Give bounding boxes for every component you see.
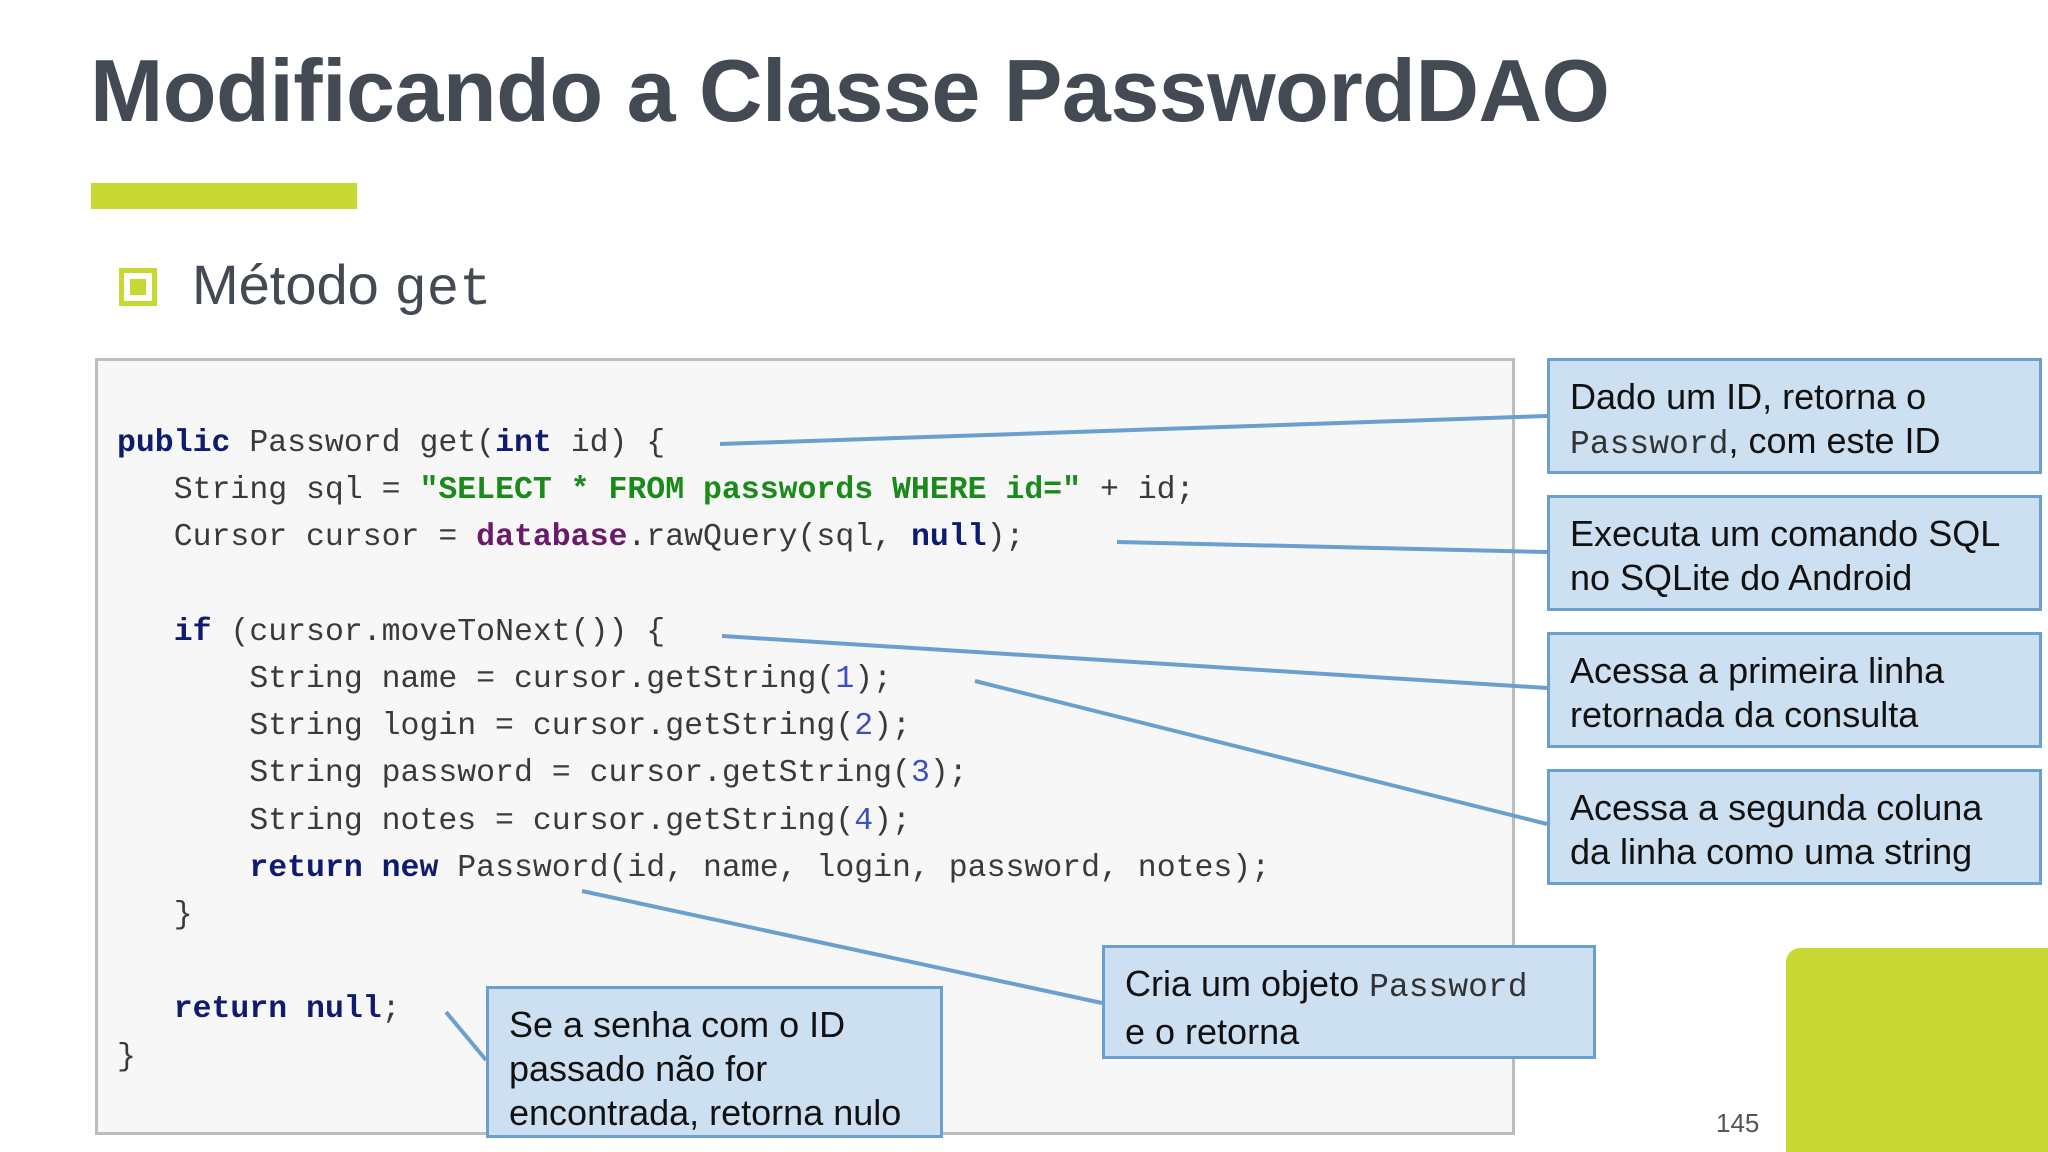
code-token: String notes = cursor.getString(	[117, 803, 855, 839]
code-token: ;	[381, 992, 401, 1028]
code-token-keyword: new	[381, 850, 439, 886]
connector-line-1	[719, 414, 1548, 446]
code-token: id) {	[551, 426, 666, 461]
code-token-keyword: public	[117, 426, 231, 461]
connector-line-5	[581, 889, 1103, 1005]
callout-text: Dado um ID, retorna o	[1570, 376, 1927, 417]
code-token-keyword: null	[910, 520, 987, 556]
subtitle: Método get	[192, 252, 492, 321]
code-token: + id;	[1081, 473, 1195, 509]
code-token: String login = cursor.getString(	[117, 709, 855, 745]
code-line-7: String login = cursor.getString(2);	[117, 709, 911, 744]
callout-line: Acessa a primeira linha	[1570, 650, 1945, 691]
callout-line: Acessa a segunda coluna	[1570, 787, 1983, 828]
callout-line: Executa um comando SQL	[1570, 513, 2001, 554]
code-token: );	[854, 662, 893, 698]
code-token-field: database	[476, 520, 628, 556]
code-token: (cursor.moveToNext()) {	[211, 614, 666, 650]
callout-creates-object: Cria um objeto Password e o retorna	[1102, 945, 1596, 1059]
corner-accent-block	[1786, 948, 2048, 1152]
code-token-number: 2	[854, 709, 874, 745]
code-token: .rawQuery(sql,	[627, 520, 911, 556]
code-token-keyword: null	[306, 992, 382, 1028]
code-token-number: 3	[910, 756, 930, 792]
code-line-11: }	[117, 898, 193, 934]
code-line-2: String sql = "SELECT * FROM passwords WH…	[117, 473, 1195, 509]
code-token: Password get(	[230, 426, 496, 461]
callout-code: Password	[1369, 969, 1528, 1006]
bullet-square-icon	[119, 268, 157, 306]
code-token-number: 4	[854, 803, 874, 839]
callout-line: passado não for	[509, 1048, 768, 1089]
connector-line-4	[974, 679, 1548, 826]
callout-line: no SQLite do Android	[1570, 557, 1913, 598]
callout-line: da linha como uma string	[1570, 831, 1973, 872]
code-token: String sql =	[117, 473, 420, 509]
callout-text: , com este ID	[1728, 420, 1941, 461]
callout-text: e o retorna	[1125, 1011, 1300, 1052]
code-token-keyword: int	[495, 426, 552, 461]
subtitle-code: get	[394, 260, 492, 321]
subtitle-text: Método	[192, 253, 379, 316]
code-token: );	[873, 709, 911, 745]
code-line-5: if (cursor.moveToNext()) {	[117, 614, 666, 650]
code-token: );	[873, 803, 911, 839]
code-line-14: }	[117, 1039, 136, 1075]
code-line-6: String name = cursor.getString(1);	[117, 662, 892, 697]
callout-line: retornada da consulta	[1570, 694, 1919, 735]
code-token-number: 1	[835, 662, 855, 698]
code-token: Cursor cursor =	[117, 520, 477, 556]
callout-returns-password: Dado um ID, retorna o Password, com este …	[1547, 358, 2042, 474]
code-token-keyword: return	[249, 850, 363, 886]
connector-line-2	[1116, 540, 1548, 554]
code-line-1: public Password get(int id) {	[117, 426, 665, 461]
code-token: String name = cursor.getString(	[117, 662, 836, 698]
code-line-13: return null;	[117, 992, 401, 1027]
code-token-keyword: if	[173, 614, 212, 650]
code-token: String password = cursor.getString(	[117, 756, 911, 792]
code-token-string: "SELECT * FROM passwords WHERE id="	[419, 473, 1082, 509]
code-token: );	[929, 756, 968, 792]
code-listing: public Password get(int id) { String sql…	[117, 420, 1270, 1081]
code-line-8: String password = cursor.getString(3);	[117, 756, 968, 792]
connector-line-6	[444, 1010, 488, 1062]
callout-line: encontrada, retorna nulo	[509, 1092, 902, 1133]
callout-code: Password	[1570, 426, 1729, 463]
connector-line-3	[721, 634, 1548, 690]
slide-title: Modificando a Classe PasswordDAO	[90, 41, 1610, 140]
title-accent-bar	[91, 183, 357, 209]
callout-text: Cria um objeto	[1125, 963, 1370, 1004]
code-token: );	[986, 520, 1025, 556]
callout-line: Se a senha com o ID	[509, 1004, 846, 1045]
page-number: 145	[1716, 1108, 1760, 1138]
code-line-3: Cursor cursor = database.rawQuery(sql, n…	[117, 520, 1025, 556]
code-token: Password(id, name, login, password, note…	[438, 850, 1271, 886]
code-token-keyword: return	[173, 992, 288, 1028]
code-line-10: return new Password(id, name, login, pas…	[117, 851, 1270, 886]
code-line-9: String notes = cursor.getString(4);	[117, 804, 911, 839]
